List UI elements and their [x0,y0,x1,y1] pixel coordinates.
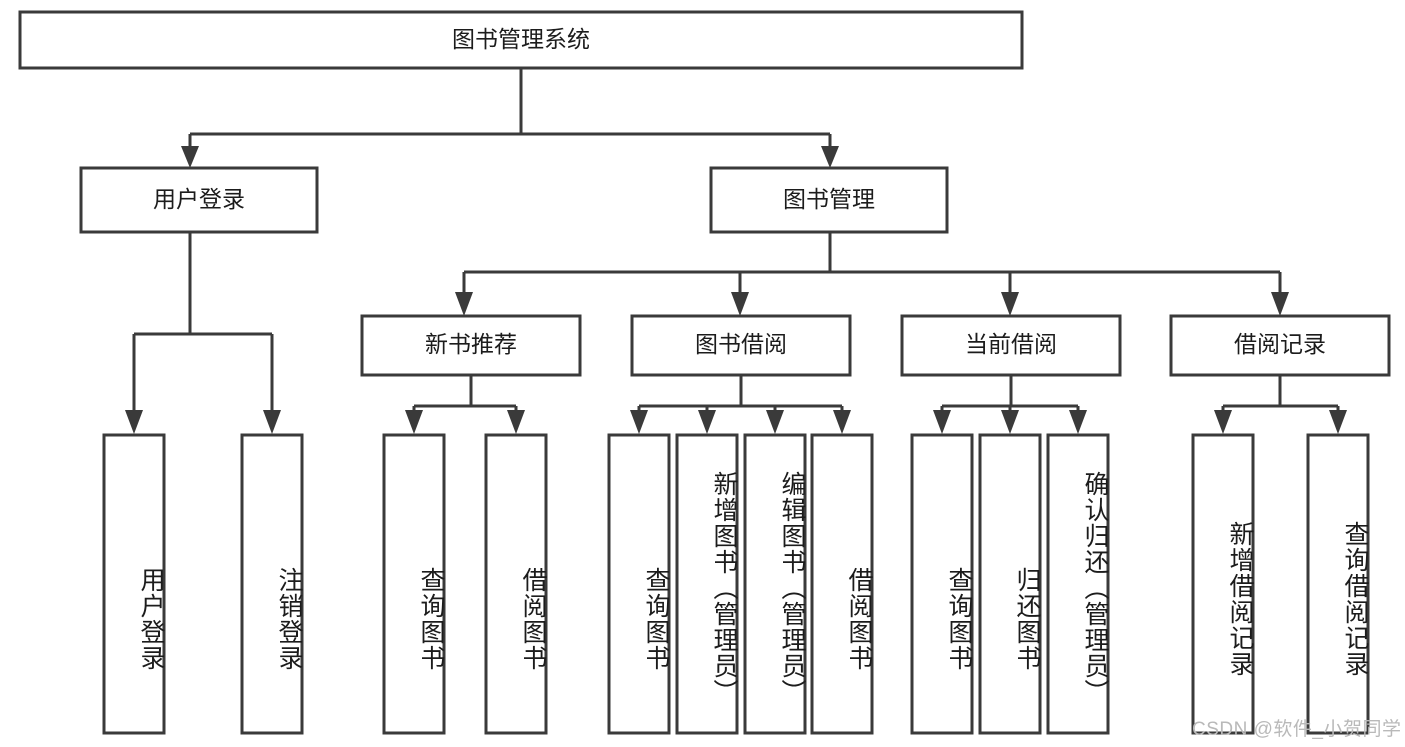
connector-current-borrow-to-leaves [933,375,1087,434]
arrow-head-leaf-query-record [1329,410,1347,434]
node-label-book-borrow: 图书借阅 [695,331,787,357]
node-box-leaf-query-book-3[interactable] [910,433,974,735]
arrow-head-leaf-logout [263,410,281,434]
node-box-leaf-add-record[interactable] [1191,433,1255,735]
connector-borrow-record-to-leaves [1214,375,1347,434]
arrow-head-leaf-edit-book [766,410,784,434]
arrow-head-leaf-add-record [1214,410,1232,434]
arrow-head-leaf-return-book [1001,410,1019,434]
csdn-watermark: CSDN @软件_小贺同学 [1192,719,1402,740]
node-box-new-book-rec[interactable] [360,314,582,377]
node-box-root[interactable] [18,10,1024,70]
node-box-leaf-query-record[interactable] [1306,433,1370,735]
connector-user-login-to-leaves [125,232,281,434]
node-box-book-manage[interactable] [709,166,949,234]
connector-book-manage-to-level2 [455,232,1289,316]
node-label-book-manage: 图书管理 [783,186,875,212]
node-box-user-login[interactable] [79,166,319,234]
arrow-head-new-book-rec [455,292,473,316]
node-label-user-login: 用户登录 [153,186,245,212]
node-box-leaf-borrow-book-1[interactable] [484,433,548,735]
connector-book-borrow-to-leaves [630,375,851,434]
node-box-leaf-add-book[interactable] [675,433,739,735]
arrow-head-leaf-borrow-book-1 [507,410,525,434]
node-box-leaf-query-book-2[interactable] [607,433,671,735]
node-box-leaf-confirm-return[interactable] [1046,433,1110,735]
node-box-borrow-record[interactable] [1169,314,1391,377]
arrow-head-user-login [181,146,199,168]
node-box-leaf-user-login[interactable] [102,433,166,735]
node-box-book-borrow[interactable] [630,314,852,377]
arrow-head-leaf-query-book-2 [630,410,648,434]
arrow-head-leaf-borrow-book-2 [833,410,851,434]
arrow-head-leaf-user-login [125,410,143,434]
node-box-current-borrow[interactable] [900,314,1122,377]
node-box-leaf-logout[interactable] [240,433,304,735]
node-box-leaf-query-book-1[interactable] [382,433,446,735]
node-box-leaf-borrow-book-2[interactable] [810,433,874,735]
arrow-head-borrow-record [1271,292,1289,316]
arrow-head-current-borrow [1001,292,1019,316]
connector-new-book-rec-to-leaves [405,375,525,434]
connector-root-to-level1 [181,68,839,168]
node-label-root: 图书管理系统 [452,26,590,52]
arrow-head-leaf-query-book-3 [933,410,951,434]
node-box-leaf-return-book[interactable] [978,433,1042,735]
arrow-head-book-manage [821,146,839,168]
arrow-head-book-borrow [731,292,749,316]
arrow-head-leaf-add-book [698,410,716,434]
node-label-borrow-record: 借阅记录 [1234,331,1326,357]
arrow-head-leaf-query-book-1 [405,410,423,434]
node-box-leaf-edit-book[interactable] [743,433,807,735]
node-label-current-borrow: 当前借阅 [965,331,1057,357]
node-label-new-book-rec: 新书推荐 [425,331,517,357]
arrow-head-leaf-confirm-return [1069,410,1087,434]
